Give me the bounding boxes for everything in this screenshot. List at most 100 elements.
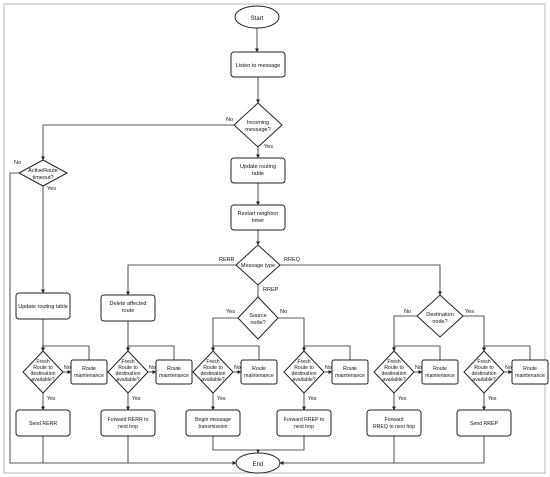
- route-maintenance-label: maintenance: [159, 373, 189, 379]
- svg-text:timeout?: timeout?: [32, 175, 53, 181]
- route-maintenance-label: maintenance: [425, 373, 455, 379]
- forward-rreq-label: Forward: [384, 417, 403, 423]
- fresh-route-label: Fresh: [121, 359, 134, 365]
- label-rreq: RREQ: [284, 257, 301, 263]
- label-fresh-yes: Yes: [132, 396, 141, 402]
- incoming-decision: Incoming message?: [233, 102, 283, 148]
- edge-source-yes: [211, 317, 238, 352]
- label-fresh-no: No: [505, 365, 512, 371]
- source-node-decision: Source node?: [237, 296, 279, 340]
- forward-rreq-label: RREQ to next hop: [373, 424, 415, 430]
- label-fresh-no: No: [325, 365, 332, 371]
- label-dest-no: No: [404, 309, 411, 315]
- label-fresh-no: No: [64, 365, 71, 371]
- fresh-route-label: destination: [471, 371, 496, 377]
- svg-text:route: route: [122, 308, 135, 314]
- svg-text:timer: timer: [252, 218, 264, 224]
- update-routing-left-node: Update routing table: [15, 292, 71, 320]
- svg-text:table: table: [252, 171, 264, 177]
- route-maintenance-label: Route: [523, 366, 537, 372]
- fresh-route-label: available?: [31, 377, 54, 383]
- label-fresh-yes: Yes: [488, 396, 497, 402]
- fresh-route-label: destination: [115, 371, 140, 377]
- route-maintenance-label: maintenance: [74, 373, 104, 379]
- active-route-decision: ActiveRoute timeout?: [17, 159, 69, 187]
- label-incoming-yes: Yes: [264, 144, 273, 150]
- svg-text:node?: node?: [250, 320, 265, 326]
- fresh-route-label: available?: [382, 377, 405, 383]
- edge-maintenance-loop: [126, 345, 175, 360]
- fresh-route-label: available?: [292, 377, 315, 383]
- update-routing-node: Update routing table: [230, 157, 286, 184]
- fresh-route-label: Fresh: [477, 359, 490, 365]
- svg-text:Update routing table: Update routing table: [18, 304, 68, 310]
- route-maintenance-label: Route: [343, 366, 357, 372]
- send-rerr-label: Send RERR: [29, 421, 58, 427]
- fresh-route-label: available?: [116, 377, 139, 383]
- fresh-route-label: Route to: [384, 365, 404, 371]
- svg-text:End: End: [253, 462, 264, 468]
- begin-message-label: transmission: [198, 424, 227, 430]
- edge-maintenance-loop: [41, 345, 90, 360]
- label-rerr: RERR: [219, 257, 235, 263]
- label-source-yes: Yes: [226, 309, 235, 315]
- send-rrep-node: Send RREP: [456, 409, 512, 437]
- route-maintenance-label: Route: [167, 366, 181, 372]
- svg-text:Message type: Message type: [241, 263, 275, 269]
- fresh-route-label: Route to: [203, 365, 223, 371]
- svg-text:Start: Start: [251, 16, 264, 22]
- edge-result-end: [258, 436, 305, 451]
- edge-maintenance-loop: [482, 345, 531, 360]
- edge-msgtype-rreq: [280, 264, 442, 296]
- label-source-no: No: [280, 309, 287, 315]
- fresh-route-label: Route to: [33, 365, 53, 371]
- fresh-route-label: Route to: [474, 365, 494, 371]
- edge-source-no: [278, 317, 306, 352]
- begin-message-label: Begin message: [195, 417, 231, 423]
- label-fresh-yes: Yes: [47, 396, 56, 402]
- fresh-route-label: Route to: [118, 365, 138, 371]
- listen-node: Listen to message: [230, 51, 286, 78]
- send-rerr-node: Send RERR: [15, 409, 71, 437]
- route-maintenance-label: maintenance: [244, 373, 274, 379]
- restart-timer-node: Restart neighbor timer: [230, 204, 286, 231]
- label-incoming-no: No: [226, 117, 233, 123]
- forward-rrep-label: next hop: [294, 424, 314, 430]
- edge-result-end: [212, 436, 260, 454]
- destination-node-decision: Destination node?: [416, 294, 464, 338]
- label-fresh-no: No: [149, 365, 156, 371]
- edge-maintenance-loop: [392, 345, 441, 360]
- edge-dest-yes: [463, 315, 486, 352]
- label-activeroute-no: No: [14, 160, 21, 166]
- svg-text:Source: Source: [249, 313, 266, 319]
- svg-text:Incoming: Incoming: [247, 120, 269, 126]
- route-maintenance-label: maintenance: [335, 373, 365, 379]
- svg-text:Destination: Destination: [426, 312, 454, 318]
- edge-maintenance-loop: [302, 345, 351, 360]
- svg-text:Update routing: Update routing: [240, 164, 276, 170]
- end-node: End: [235, 452, 281, 474]
- start-node: Start: [234, 5, 280, 29]
- forward-rerr-label: Forward RERR to: [108, 417, 149, 423]
- forward-rrep-label: Forward RREP to: [284, 417, 325, 423]
- svg-text:Delete affected: Delete affected: [110, 301, 147, 307]
